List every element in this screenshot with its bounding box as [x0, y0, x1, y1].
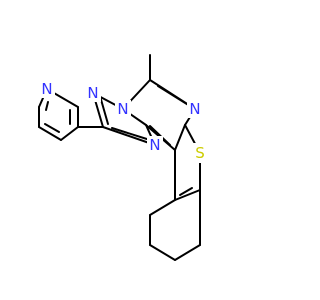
thiophene-sulfur-label: S	[195, 144, 205, 162]
bond-py-inner-2	[44, 123, 60, 133]
bond-pm-c7-c8	[174, 124, 186, 151]
triazole-nitrogen-4-label: N	[149, 136, 160, 154]
triazole-nitrogen-4: N	[147, 136, 163, 154]
bond-th-c-c	[174, 189, 201, 201]
bond-py-c4-c5	[38, 126, 62, 141]
molecule-structure-diagram: N N N N N S	[38, 54, 208, 261]
bond-cy-4	[174, 244, 201, 261]
bond-th-double	[179, 187, 193, 196]
bond-py-inner-3	[45, 101, 49, 111]
thiophene-sulfur: S	[192, 143, 208, 163]
bond-tz-double-2	[111, 127, 151, 141]
triazole-nitrogen-1: N	[115, 100, 131, 118]
bond-py-c3-c4	[60, 126, 79, 141]
pyrimidine-nitrogen-label: N	[189, 100, 200, 118]
bond-pm-inner-1	[157, 85, 191, 107]
bond-tz-n4-c2	[102, 126, 156, 146]
pyridine-nitrogen-label: N	[41, 80, 52, 98]
bond-cy-3	[149, 244, 176, 261]
triazole-nitrogen-2: N	[85, 84, 101, 102]
bond-group	[38, 54, 201, 261]
pyrimidine-nitrogen: N	[187, 100, 203, 118]
triazole-nitrogen-2-label: N	[87, 84, 98, 102]
bond-cy-1	[149, 199, 176, 216]
bond-pm-inner-2	[149, 125, 171, 146]
pyridine-nitrogen: N	[39, 80, 55, 98]
triazole-nitrogen-1-label: N	[117, 100, 128, 118]
atom-label-group: N N N N N S	[39, 80, 208, 163]
bond-tz-double	[99, 95, 109, 125]
